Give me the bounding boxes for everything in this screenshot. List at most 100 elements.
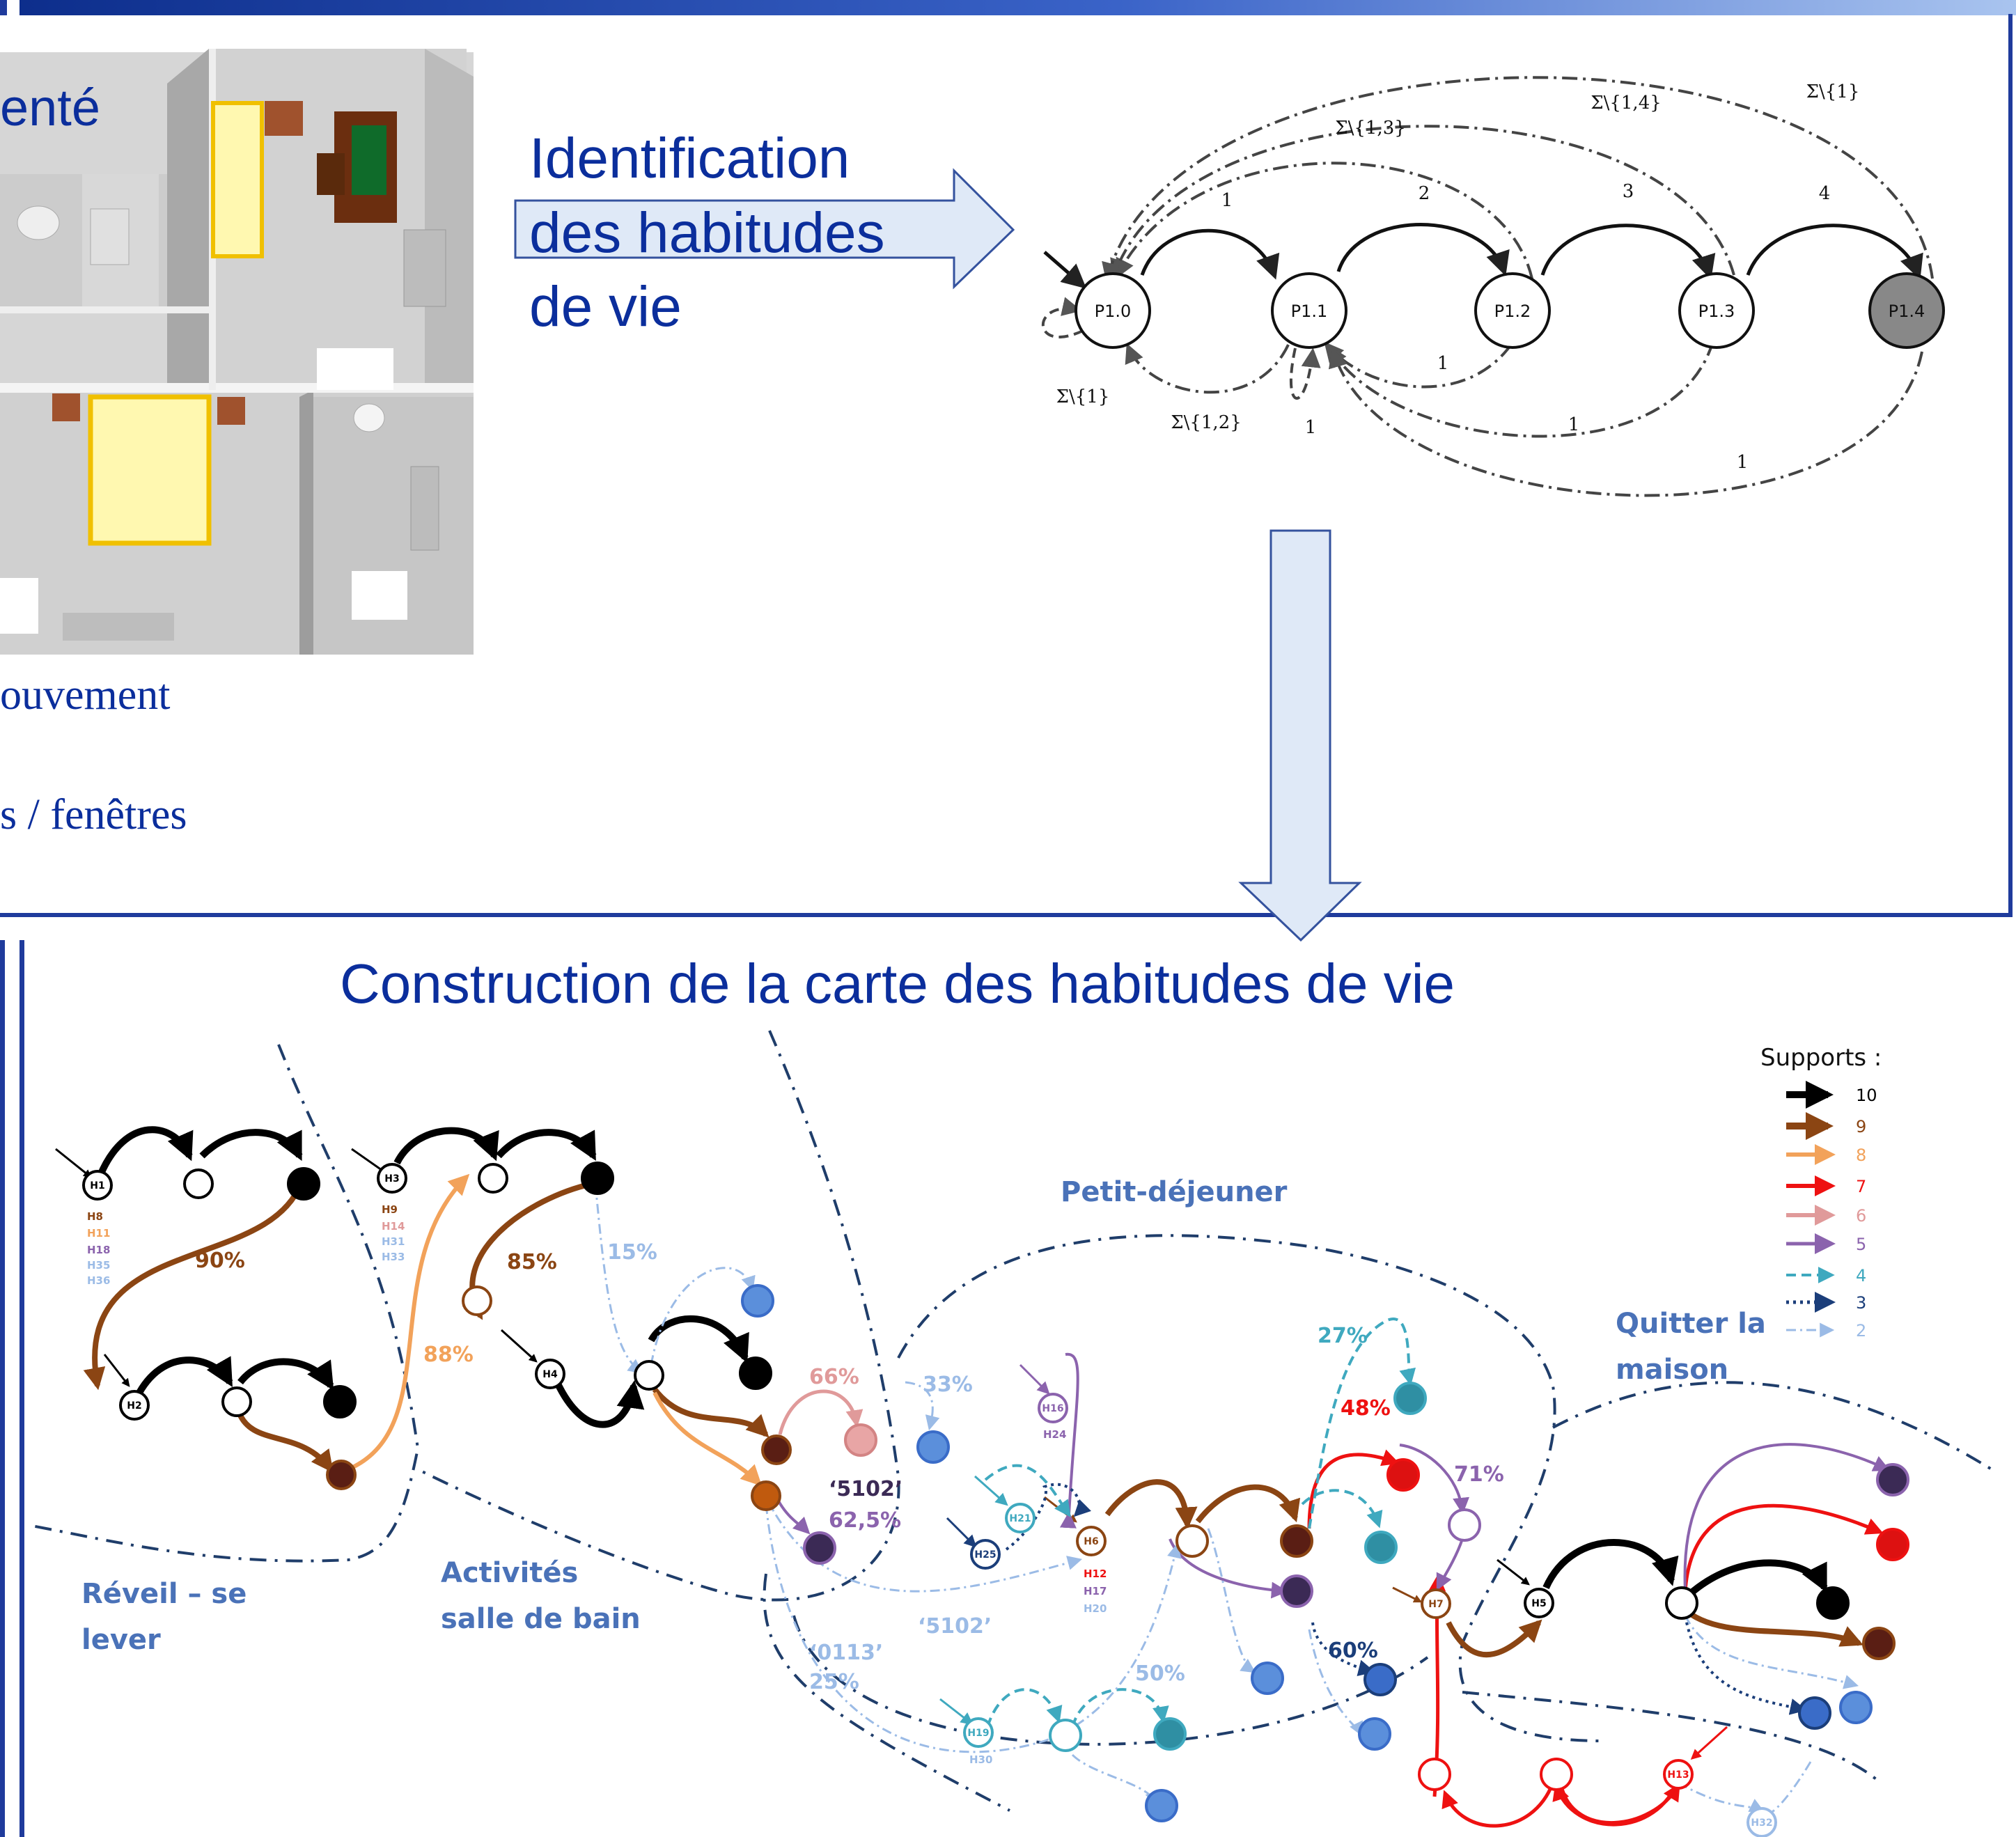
h3-list-0: H9 [382, 1203, 398, 1216]
legend-label-2: 2 [1856, 1321, 1866, 1340]
node-h4 [535, 1359, 565, 1389]
state-label-p11: P1.1 [1291, 302, 1328, 321]
automaton-back-p13 [1110, 125, 1735, 279]
code-5102-b: ‘5102’ [918, 1614, 992, 1639]
state-p11 [1271, 272, 1347, 349]
h6-list-1: H17 [1084, 1585, 1107, 1597]
automaton-initial-arrow [1043, 251, 1087, 289]
legend-label-10: 10 [1856, 1086, 1877, 1105]
plan-caption-line1: ouvement [0, 671, 171, 719]
edge-label-back-12: Σ\{1,2} [1171, 412, 1242, 433]
node-label-h4: H4 [542, 1369, 558, 1380]
state-label-p10: P1.0 [1095, 302, 1132, 321]
zone-reveil-line1: Réveil – se [81, 1578, 247, 1610]
pct-85: 85% [507, 1250, 557, 1274]
pct-88: 88% [423, 1343, 474, 1367]
state-p13 [1678, 272, 1755, 349]
legend-label-3: 3 [1856, 1293, 1866, 1313]
identification-arrow [514, 168, 1015, 290]
edge-label-4: 4 [1819, 183, 1831, 204]
zone-petit-dejeuner: Petit-déjeuner [1061, 1176, 1288, 1208]
automaton-back-p14 [1102, 76, 1934, 283]
node-h6 [1076, 1526, 1107, 1556]
edge-label-3: 3 [1623, 181, 1634, 202]
h6-list-2: H20 [1084, 1602, 1107, 1615]
node-label-h3: H3 [384, 1173, 399, 1185]
node-label-h32: H32 [1751, 1818, 1772, 1829]
automaton-edge-4 [1746, 224, 1923, 280]
h3-list-1: H14 [382, 1220, 405, 1233]
node-h5 [1524, 1588, 1554, 1618]
node-h21 [1005, 1503, 1036, 1533]
legend-label-4: 4 [1856, 1266, 1866, 1285]
left-bar-top [0, 0, 7, 15]
state-label-p14: P1.4 [1889, 302, 1925, 321]
legend-label-7: 7 [1856, 1177, 1866, 1196]
floor-plan-3d [0, 49, 474, 655]
pct-48: 48% [1341, 1396, 1391, 1421]
legend-title: Supports : [1760, 1044, 1882, 1072]
node-h16 [1038, 1393, 1068, 1423]
pct-27: 27% [1318, 1324, 1368, 1348]
h3-list-3: H33 [382, 1251, 405, 1263]
h6-list-0: H12 [1084, 1568, 1107, 1580]
automaton-edge-3 [1540, 224, 1716, 280]
frame-left-bottom-b [19, 940, 24, 1837]
construction-title: Construction de la carte des habitudes d… [340, 953, 1455, 1015]
node-label-h21: H21 [1009, 1513, 1031, 1524]
zone-salle-line1: Activités [441, 1557, 578, 1589]
automaton-edge-1 [1140, 228, 1280, 280]
frame-bottom-divider [0, 913, 2013, 917]
h1-list-2: H18 [87, 1244, 110, 1256]
automaton-self-loop [1041, 297, 1084, 338]
zone-reveil-line2: lever [81, 1624, 161, 1656]
top-bar [19, 0, 2016, 15]
pct-625: 62,5% [829, 1508, 901, 1533]
identification-line3: de vie [529, 275, 682, 338]
legend-label-6: 6 [1856, 1206, 1866, 1226]
edge-label-c: 1 [1568, 414, 1580, 435]
h1-list-4: H36 [87, 1274, 110, 1287]
h19-sub: H30 [969, 1753, 992, 1766]
habit-map-edges [55, 1126, 1891, 1828]
automaton-edge-2 [1336, 223, 1510, 276]
bed-upper [211, 101, 264, 258]
zone-salle-line2: salle de bain [441, 1603, 641, 1635]
zone-dividers [27, 1030, 1993, 1812]
edge-label-back-14: Σ\{1,4} [1591, 93, 1662, 114]
node-label-h7: H7 [1428, 1599, 1443, 1610]
node-label-h6: H6 [1084, 1536, 1098, 1547]
node-label-h1: H1 [90, 1180, 104, 1191]
edge-label-self: Σ\{1} [1056, 386, 1110, 407]
state-p12 [1474, 272, 1551, 349]
edge-label-b: 1 [1305, 417, 1317, 438]
automaton-back-p14-low [1328, 347, 1923, 497]
edge-label-2: 2 [1419, 183, 1430, 204]
node-label-h16: H16 [1042, 1403, 1063, 1414]
edge-label-back-1: Σ\{1} [1806, 81, 1860, 102]
pct-71: 71% [1454, 1462, 1504, 1487]
automaton-back-p12-low [1324, 341, 1513, 389]
pct-66: 66% [809, 1365, 859, 1389]
automaton-back-p13-low [1328, 341, 1714, 438]
code-5102-a: ‘5102’ [829, 1477, 902, 1501]
legend-label-9: 9 [1856, 1117, 1866, 1136]
plan-label-fragment: enté [0, 79, 100, 136]
edge-label-back-13: Σ\{1,3} [1335, 118, 1406, 139]
identification-line1: Identification [529, 127, 850, 190]
node-h3 [377, 1163, 407, 1194]
frame-right-top [2008, 14, 2013, 916]
node-label-h19: H19 [967, 1728, 989, 1739]
zone-quitter-line2: maison [1616, 1354, 1728, 1386]
legend-label-8: 8 [1856, 1146, 1866, 1165]
pct-90: 90% [195, 1249, 245, 1273]
automaton-back-p11-self [1289, 347, 1321, 400]
pct-50: 50% [1135, 1662, 1185, 1686]
automaton-back-p11 [1125, 343, 1290, 394]
node-h13 [1663, 1759, 1694, 1790]
legend-label-5: 5 [1856, 1235, 1866, 1254]
state-label-p13: P1.3 [1698, 302, 1735, 321]
pct-33: 33% [923, 1373, 973, 1397]
